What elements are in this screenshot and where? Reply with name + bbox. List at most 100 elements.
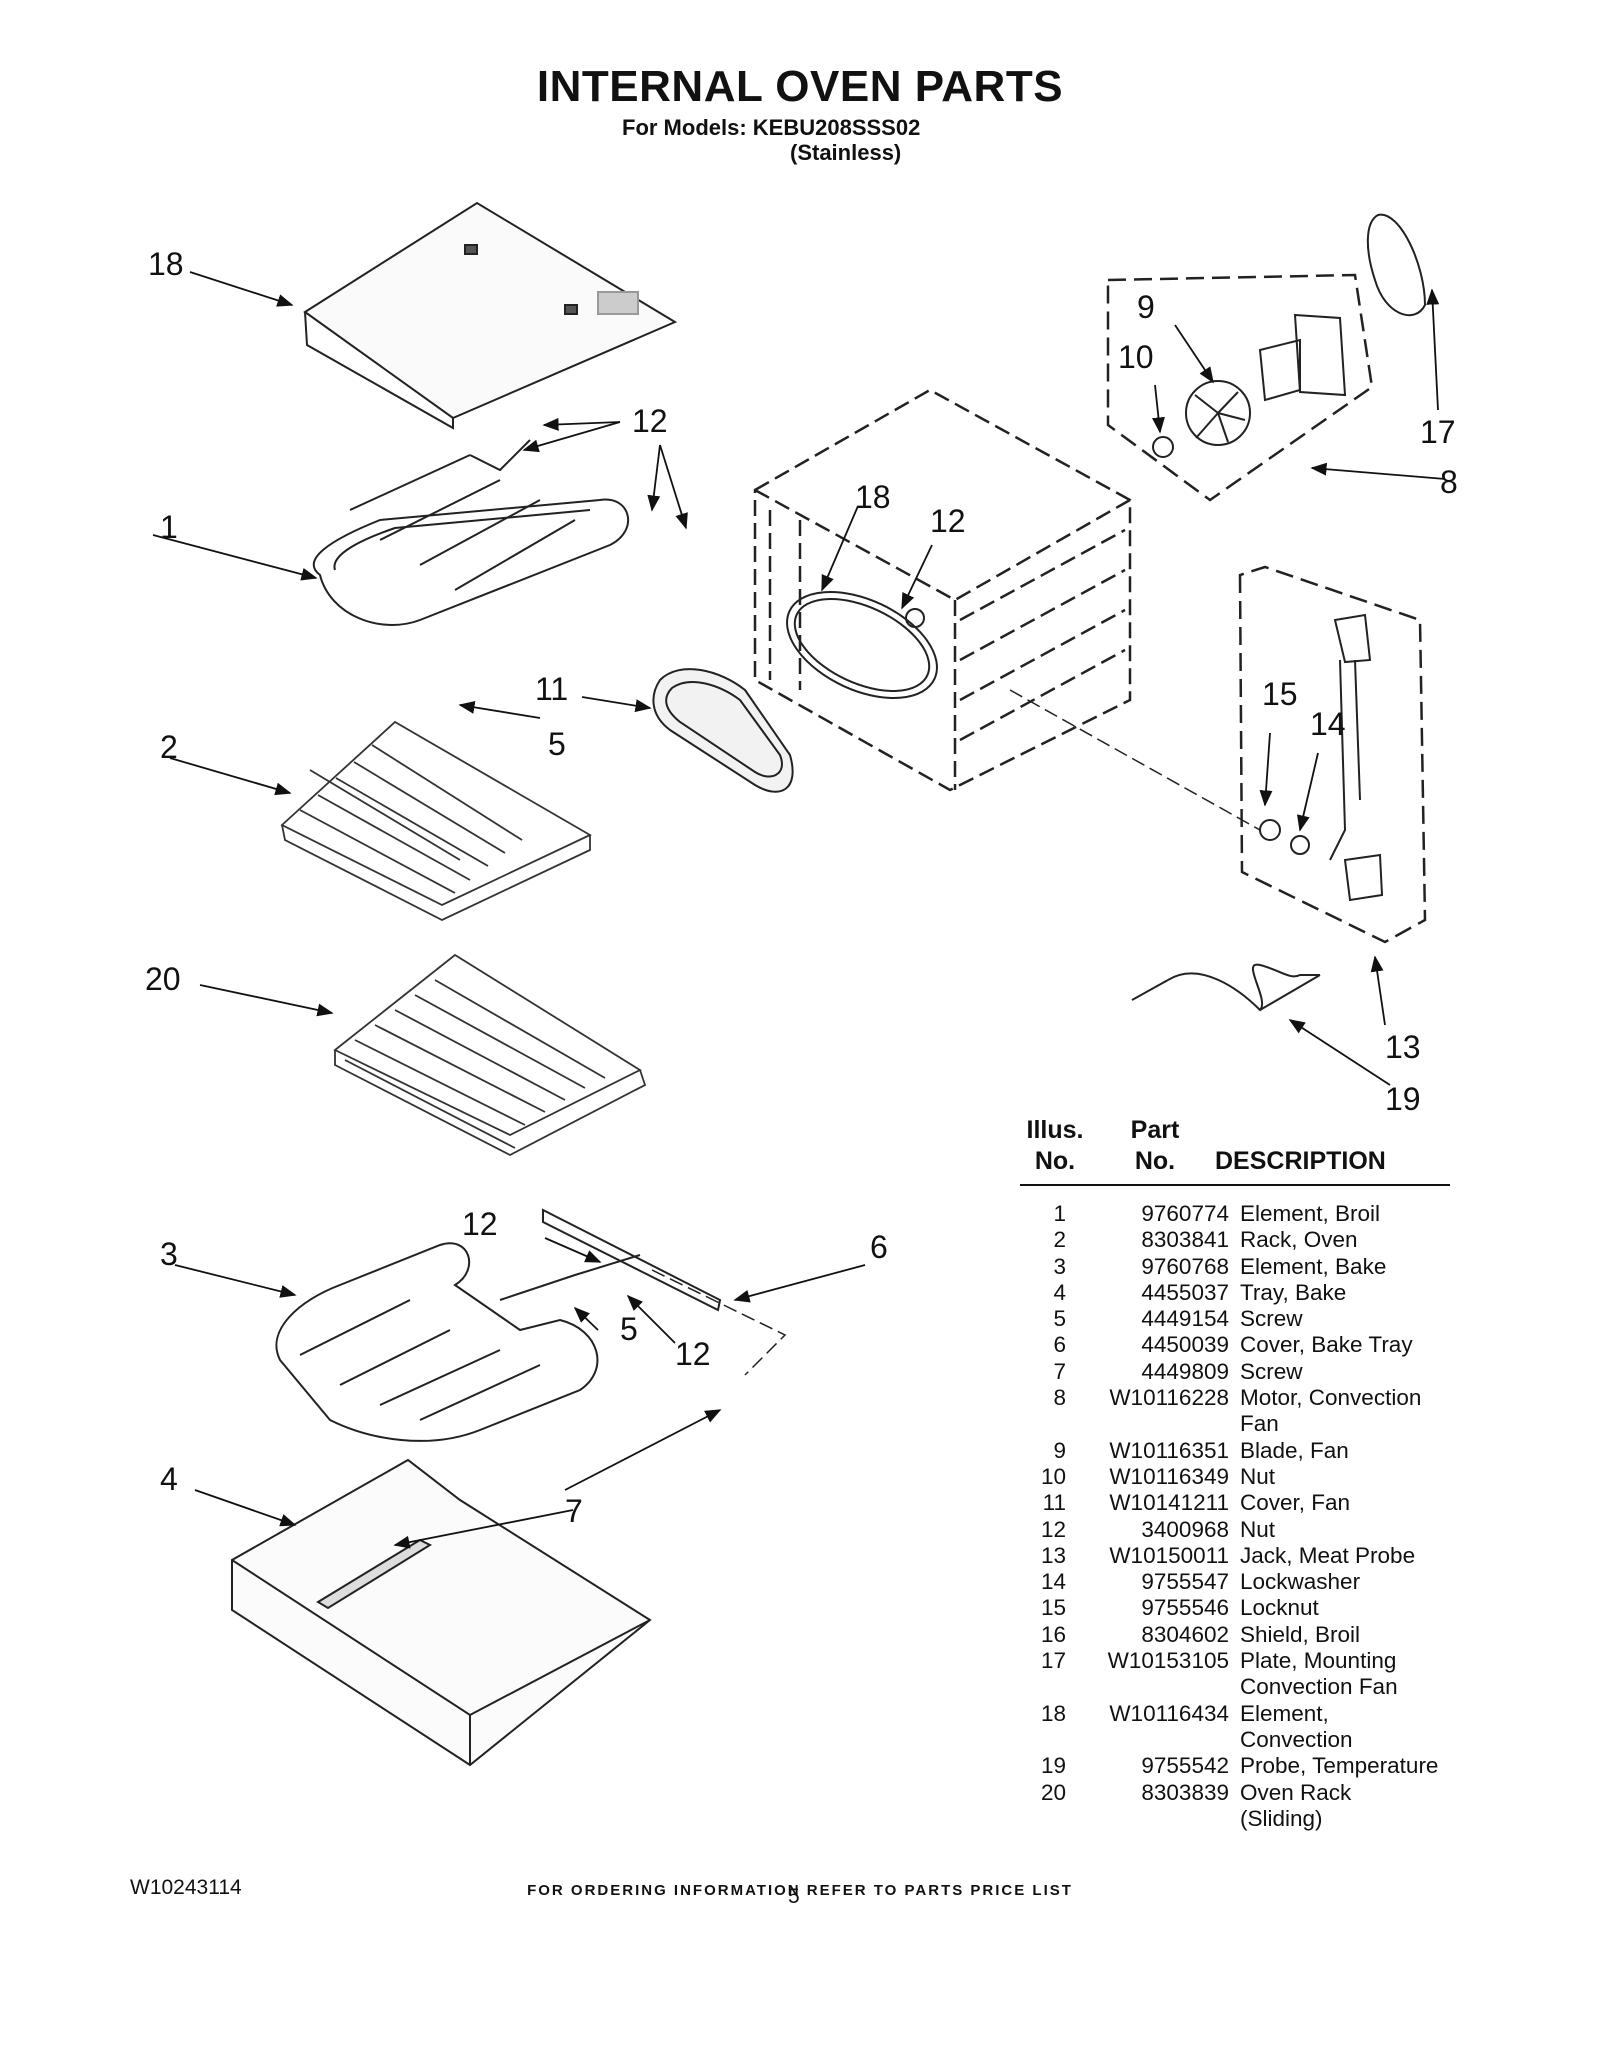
row-illus-no: 2 [1053, 1227, 1066, 1253]
row-description: Oven Rack(Sliding) [1240, 1780, 1450, 1833]
row-part-no: 9755542 [1141, 1753, 1229, 1779]
row-part-no: 9755546 [1141, 1595, 1229, 1621]
row-description: Element, Broil [1240, 1201, 1450, 1227]
description-line: Convection Fan [1240, 1674, 1398, 1700]
description-line: Jack, Meat Probe [1240, 1542, 1416, 1568]
row-illus-no: 14 [1040, 1569, 1066, 1595]
row-illus-no: 15 [1040, 1595, 1066, 1621]
callout-5-upper: 5 [548, 726, 566, 762]
row-part-no: W10153105 [1107, 1648, 1229, 1674]
description-line: Cover, Bake Tray [1240, 1332, 1413, 1358]
row-illus-no: 18 [1040, 1700, 1066, 1726]
row-part-no: 4449809 [1141, 1358, 1229, 1384]
description-line: Tray, Bake [1240, 1279, 1347, 1305]
row-description: Locknut [1240, 1595, 1450, 1621]
description-line: Probe, Temperature [1240, 1753, 1439, 1779]
parts-table-header: Illus. No. Part No. DESCRIPTION [1020, 1115, 1450, 1186]
parts-table-rows: 1 9760774 Element, Broil 2 8303841 Rack, Oven… [1020, 1201, 1450, 1832]
callout-20: 20 [145, 961, 181, 997]
row-description: Cover, Bake Tray [1240, 1332, 1450, 1358]
oven-cavity-drawing [753, 388, 1132, 792]
models-line: For Models: KEBU208SSS02 [622, 115, 921, 140]
row-illus-no: 5 [1053, 1306, 1066, 1332]
row-part-no: 4449154 [1141, 1306, 1229, 1332]
table-row: 1 9760774 Element, Broil [1020, 1201, 1450, 1227]
description-line: Lockwasher [1240, 1569, 1361, 1595]
description-line: Cover, Fan [1240, 1490, 1351, 1516]
description-line: Nut [1240, 1463, 1276, 1489]
ordering-note: FOR ORDERING INFORMATION REFER TO PARTS … [527, 1882, 1073, 1899]
row-description: Jack, Meat Probe [1240, 1543, 1450, 1569]
description-line: Element, [1240, 1700, 1329, 1726]
finish-line: (Stainless) [790, 140, 902, 165]
callout-12-lower-b: 12 [675, 1336, 711, 1372]
row-part-no: 8303841 [1141, 1227, 1229, 1253]
header-part-no: Part No. [1130, 1116, 1180, 1175]
callout-7: 7 [565, 1493, 583, 1529]
callout-labels: 18 1 11 5 2 20 3 12 5 12 6 4 7 12 18 12 … [145, 246, 1458, 1529]
callout-12-lower-a: 12 [462, 1206, 498, 1242]
description-line: Element, Bake [1240, 1253, 1387, 1279]
callout-16: 18 [148, 246, 184, 282]
callout-6: 6 [870, 1229, 888, 1265]
fan-cover-drawing [652, 668, 794, 793]
bake-tray-drawing [231, 1458, 652, 1767]
callout-13: 13 [1385, 1029, 1421, 1065]
document-number: W10243114 [130, 1876, 242, 1899]
callout-1: 1 [160, 509, 178, 545]
description-line: Convection [1240, 1726, 1353, 1752]
description-line: Rack, Oven [1240, 1227, 1358, 1253]
header-rule [1020, 1184, 1450, 1186]
callout-18: 18 [855, 479, 891, 515]
row-description: Element, Bake [1240, 1254, 1450, 1280]
row-illus-no: 8 [1053, 1385, 1066, 1411]
row-illus-no: 6 [1053, 1332, 1066, 1358]
row-illus-no: 1 [1053, 1201, 1066, 1226]
row-illus-no: 10 [1040, 1463, 1066, 1489]
meat-probe-jack-group [1238, 565, 1427, 944]
description-line: Motor, Convection [1240, 1385, 1422, 1411]
row-illus-no: 11 [1042, 1490, 1066, 1516]
row-description: Tray, Bake [1240, 1280, 1450, 1306]
description-line: Blade, Fan [1240, 1437, 1349, 1463]
row-part-no: 8303839 [1141, 1779, 1229, 1805]
callout-2: 2 [160, 729, 178, 765]
broil-element-drawing [312, 439, 629, 626]
row-part-no: 9760774 [1141, 1201, 1229, 1226]
callout-14: 14 [1310, 706, 1346, 742]
row-description: Screw [1240, 1359, 1450, 1385]
row-description: Nut [1240, 1464, 1450, 1490]
page-number: 5 [788, 1885, 800, 1908]
callout-17: 17 [1420, 414, 1456, 450]
row-illus-no: 13 [1040, 1542, 1066, 1568]
callout-12-upper: 12 [632, 403, 668, 439]
row-description: Rack, Oven [1240, 1227, 1450, 1253]
description-line: Element, Broil [1240, 1201, 1381, 1226]
row-illus-no: 3 [1053, 1253, 1066, 1279]
row-part-no: W10116434 [1109, 1700, 1229, 1726]
parts-table: Illus. No. Part No. DESCRIPTION 1 9760774… [1020, 1115, 1450, 1831]
bake-element-drawing [275, 1242, 641, 1442]
row-part-no: W10116351 [1109, 1437, 1229, 1463]
row-description: Element,Convection [1240, 1701, 1450, 1754]
callout-5-lower: 5 [620, 1311, 638, 1347]
convection-element-drawing [786, 591, 938, 699]
row-part-no: 9760768 [1141, 1253, 1229, 1279]
row-description: Shield, Broil [1240, 1622, 1450, 1648]
row-illus-no: 12 [1040, 1516, 1066, 1542]
description-line: Oven Rack [1240, 1779, 1352, 1805]
row-part-no: W10116349 [1109, 1463, 1229, 1489]
row-part-no: 8304602 [1141, 1621, 1229, 1647]
callout-arrows [152, 271, 1446, 1549]
